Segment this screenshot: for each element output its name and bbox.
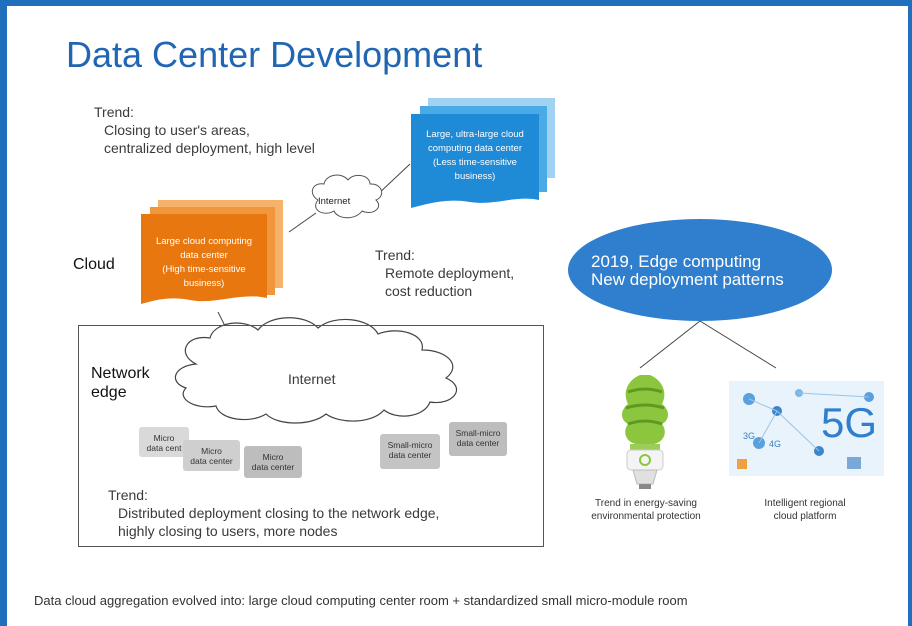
trend-edge-heading: Trend: <box>108 487 148 503</box>
frame-top-border <box>0 0 912 6</box>
threeg-label: 3G <box>743 431 756 441</box>
micro-datacenter-3: Micro data center <box>244 446 302 478</box>
trend-top-line: Closing to user's areas, <box>104 122 250 138</box>
micro-line: Micro <box>201 446 222 456</box>
ultra-cloud-card-text: Large, ultra-large cloud computing data … <box>411 128 539 184</box>
micro-datacenter-1: Micro data cent <box>139 427 189 457</box>
micro-line: data center <box>456 438 500 448</box>
caption-line: Intelligent regional <box>764 498 846 509</box>
small-internet-cloud <box>311 174 383 219</box>
trend-middle-heading: Trend: <box>375 247 415 263</box>
caption-energy: Trend in energy-saving environmental pro… <box>566 497 726 523</box>
trend-middle: Trend: Remote deployment, cost reduction <box>375 246 514 300</box>
caption-5g: Intelligent regional cloud platform <box>730 497 880 523</box>
caption-line: environmental protection <box>591 511 701 522</box>
micro-line: data cent <box>146 443 182 453</box>
big-internet-cloud <box>174 317 458 424</box>
trend-top: Trend: Closing to user's areas, centrali… <box>94 103 315 157</box>
micro-line: data center <box>251 462 295 472</box>
caption-line: cloud platform <box>773 511 837 522</box>
frame-left-border <box>0 0 7 626</box>
network-edge-line: edge <box>91 384 127 401</box>
edge-computing-line: New deployment patterns <box>591 270 784 289</box>
large-cloud-card-text: Large cloud computing data center (High … <box>141 235 267 291</box>
card-line: Large cloud computing <box>155 236 253 247</box>
fourg-label: 4G <box>769 439 782 449</box>
card-line: (High time-sensitive <box>162 264 246 275</box>
network-edge-line: Network <box>91 365 150 382</box>
page-title: Data Center Development <box>66 34 483 75</box>
trend-top-line: centralized deployment, high level <box>104 140 315 156</box>
network-nodes-graphic <box>737 389 874 469</box>
small-micro-datacenter-2: Small-micro data center <box>449 422 507 456</box>
trend-edge: Trend: Distributed deployment closing to… <box>108 486 439 540</box>
connector-ellipse-to-energy <box>639 320 701 369</box>
micro-line: Micro <box>262 452 284 462</box>
bottom-note: Data cloud aggregation evolved into: lar… <box>34 593 688 608</box>
connector-large-to-internet <box>288 212 317 233</box>
trend-middle-line: cost reduction <box>385 283 473 299</box>
small-micro-datacenter-1: Small-micro data center <box>380 434 440 469</box>
caption-line: Trend in energy-saving <box>595 498 697 509</box>
card-line: data center <box>180 250 228 261</box>
micro-line: Small-micro <box>455 428 501 438</box>
card-line: (Less time-sensitive <box>433 157 517 168</box>
card-line: Large, ultra-large cloud <box>426 129 524 140</box>
micro-line: Micro <box>153 433 175 443</box>
edge-computing-ellipse <box>568 219 832 321</box>
connector-ellipse-to-5g <box>699 320 777 369</box>
trend-top-heading: Trend: <box>94 104 134 120</box>
card-line: business) <box>183 278 225 289</box>
fiveg-image: 5G 3G 4G <box>729 381 884 476</box>
edge-computing-line: 2019, Edge computing <box>591 252 762 271</box>
micro-datacenter-2: Micro data center <box>183 440 240 471</box>
micro-line: Small-micro <box>387 440 433 450</box>
micro-line: data center <box>190 456 233 466</box>
network-edge-label: Network edge <box>91 364 150 402</box>
trend-edge-line: Distributed deployment closing to the ne… <box>118 505 440 521</box>
cloud-label: Cloud <box>73 256 115 273</box>
network-edge-box <box>78 325 544 547</box>
internet-big-label: Internet <box>288 371 336 387</box>
trend-middle-line: Remote deployment, <box>385 265 515 281</box>
card-line: business) <box>454 171 496 182</box>
fiveg-text: 5G <box>821 399 878 446</box>
internet-small-label: Internet <box>318 196 351 207</box>
edge-computing-text: 2019, Edge computing New deployment patt… <box>591 253 784 289</box>
trend-edge-line: highly closing to users, more nodes <box>118 523 338 539</box>
frame-right-border <box>908 0 912 626</box>
card-line: computing data center <box>427 143 522 154</box>
micro-line: data center <box>388 450 432 460</box>
